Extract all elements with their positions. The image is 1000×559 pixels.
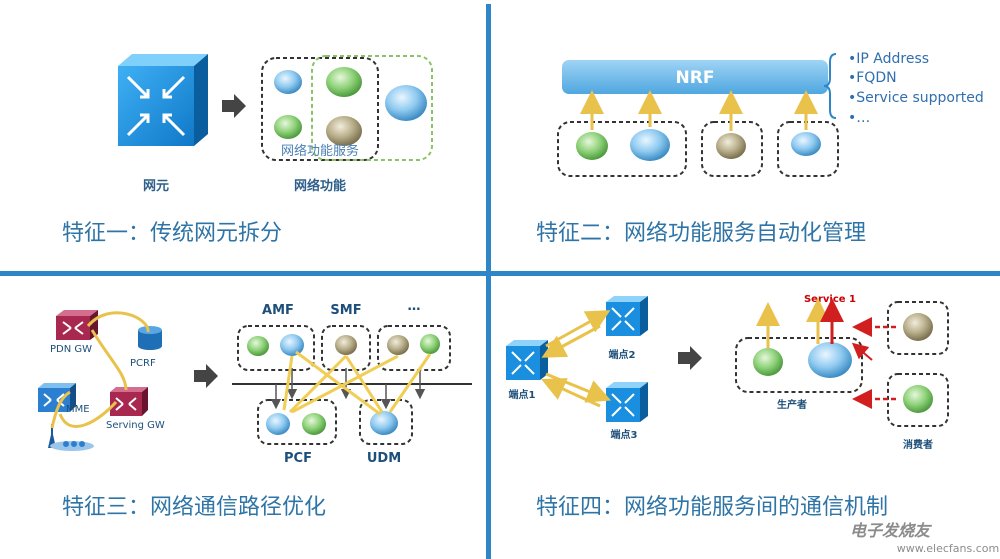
smf-group (321, 325, 371, 371)
producer-node-blue (808, 342, 852, 378)
transition-arrow-icon (678, 346, 702, 370)
nf-node-blue-large (385, 85, 427, 121)
q2-node-green (576, 132, 608, 160)
q4-title: 特征四：网络功能服务间的通信机制 (536, 495, 888, 520)
legacy-path-3 (58, 401, 118, 428)
nrf-bar (562, 60, 828, 94)
consumer-group-1 (887, 301, 949, 355)
producer-group (735, 337, 863, 393)
quadrant-2: NRF •IP Address •FQDN •Service supported… (536, 51, 984, 246)
pcrf-label: PCRF (130, 358, 156, 369)
consumer-label: 消费者 (903, 438, 933, 451)
serving-gw-router-icon (110, 387, 148, 416)
attr-ip: •IP Address (848, 51, 929, 67)
endpoint2-router-icon (606, 296, 648, 336)
horizontal-divider (0, 271, 1000, 276)
nf-group-3 (777, 121, 839, 177)
nf-node-blue (274, 70, 302, 94)
attr-fqdn: •FQDN (848, 70, 897, 86)
pcf-label: PCF (284, 451, 312, 466)
more-group (377, 325, 451, 371)
legacy-path-1 (86, 311, 150, 333)
consumer-node-tan (903, 313, 933, 341)
optimized-paths (282, 350, 432, 416)
pdn-gw-label: PDN GW (50, 344, 92, 355)
watermark-url: www.elecfans.com (897, 542, 999, 555)
more-label: … (408, 299, 421, 314)
serving-gw-label: Serving GW (106, 420, 165, 431)
nf-node-tan (326, 116, 362, 146)
producer-label: 生产者 (777, 398, 807, 411)
quadrant-4: 端点1 端点2 端点3 Service 1 (506, 294, 949, 520)
udm-label: UDM (367, 451, 401, 466)
pdn-gw-router-icon (56, 310, 98, 340)
watermark-brand: 电子发烧友 (850, 521, 933, 540)
producer-node-green (753, 348, 783, 376)
pcrf-database-icon (138, 326, 162, 350)
base-station-icon (48, 424, 94, 451)
endpoint2-label: 端点2 (609, 348, 636, 361)
registration-arrows (580, 90, 818, 131)
legacy-path-4 (50, 390, 71, 429)
pcf-group (257, 399, 337, 445)
consumer-group-2 (887, 373, 949, 427)
attr-more: •… (848, 110, 870, 126)
endpoint-links (541, 310, 612, 408)
q3-title: 特征三：网络通信路径优化 (62, 495, 326, 520)
attr-service: •Service supported (848, 90, 984, 106)
vertical-divider (486, 4, 491, 559)
nrf-label: NRF (676, 68, 715, 88)
smf-node-tan (335, 335, 357, 355)
service-group-box (311, 55, 433, 161)
mme-label: MME (66, 404, 90, 415)
mme-router-icon (38, 383, 76, 412)
consumer-request-arrows (852, 317, 896, 409)
quadrant-1: 网元 网络功能服务 网络功能 特征一：传统网元拆分 (62, 54, 433, 246)
q2-title: 特征二：网络功能服务自动化管理 (536, 221, 866, 246)
producer-up-arrows (756, 298, 830, 348)
ne-label: 网元 (143, 179, 169, 194)
legacy-path-2 (90, 329, 128, 391)
q1-title: 特征一：传统网元拆分 (62, 221, 282, 246)
attribute-brace (823, 53, 837, 119)
more-node-green (420, 334, 440, 354)
network-element-cube-icon (118, 54, 208, 146)
transition-arrow-icon (222, 94, 246, 118)
nf-group-1 (557, 121, 687, 177)
pcf-node-green (302, 413, 326, 435)
quadrant-3: PDN GW PCRF MME Serving GW (38, 299, 472, 520)
smf-label: SMF (330, 303, 361, 318)
consumer-node-green (903, 385, 933, 413)
more-node-tan (387, 335, 409, 355)
endpoint1-router-icon (506, 340, 548, 380)
q2-node-tan (716, 133, 746, 159)
q2-node-blue-small (791, 132, 821, 156)
endpoint1-label: 端点1 (509, 388, 536, 401)
nf-node-green (274, 115, 302, 139)
endpoint3-label: 端点3 (611, 428, 638, 441)
service-label: 网络功能服务 (281, 143, 359, 159)
quadrant-dividers (0, 4, 1000, 559)
udm-node-blue (370, 411, 398, 435)
watermark: 电子发烧友 www.elecfans.com (850, 521, 999, 555)
service1-label: Service 1 (804, 294, 856, 305)
amf-group (237, 325, 315, 371)
transition-arrow-icon (194, 364, 218, 388)
pcf-node-blue (266, 413, 290, 435)
nf-label: 网络功能 (294, 178, 346, 194)
amf-label: AMF (262, 303, 294, 318)
amf-node-green (247, 336, 269, 356)
endpoint3-router-icon (606, 382, 648, 422)
nf-node-green-large (326, 67, 362, 97)
service-call-arrow (851, 342, 873, 361)
q2-node-blue (630, 129, 670, 161)
amf-node-blue (280, 334, 304, 356)
